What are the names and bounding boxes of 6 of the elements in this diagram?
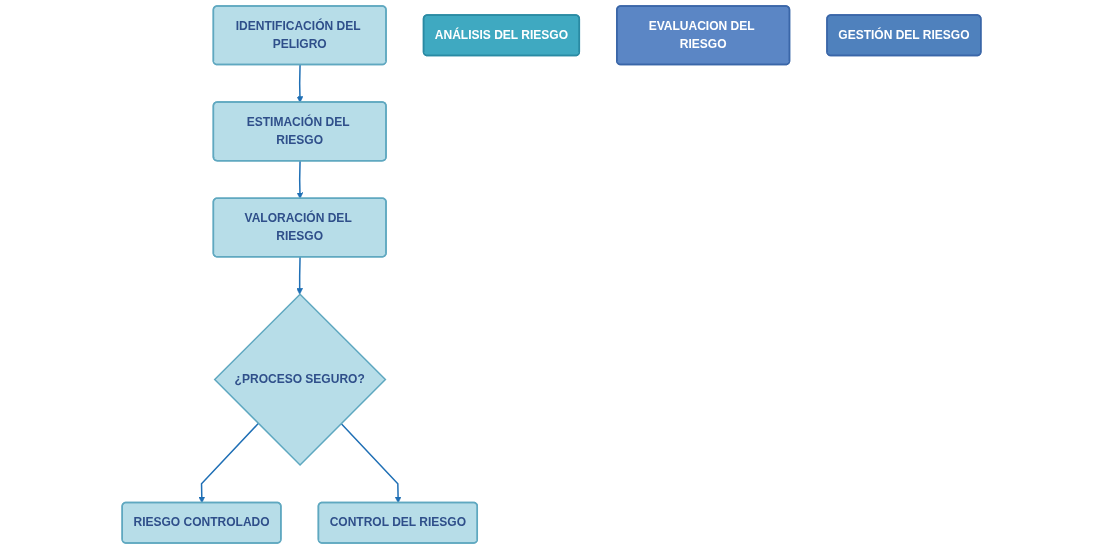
node-diamond: ¿PROCESO SEGURO? <box>213 293 387 466</box>
arrow <box>340 422 402 504</box>
arrow <box>198 422 259 504</box>
arrow <box>296 160 304 199</box>
arrow <box>296 64 304 103</box>
arrow <box>296 256 303 295</box>
